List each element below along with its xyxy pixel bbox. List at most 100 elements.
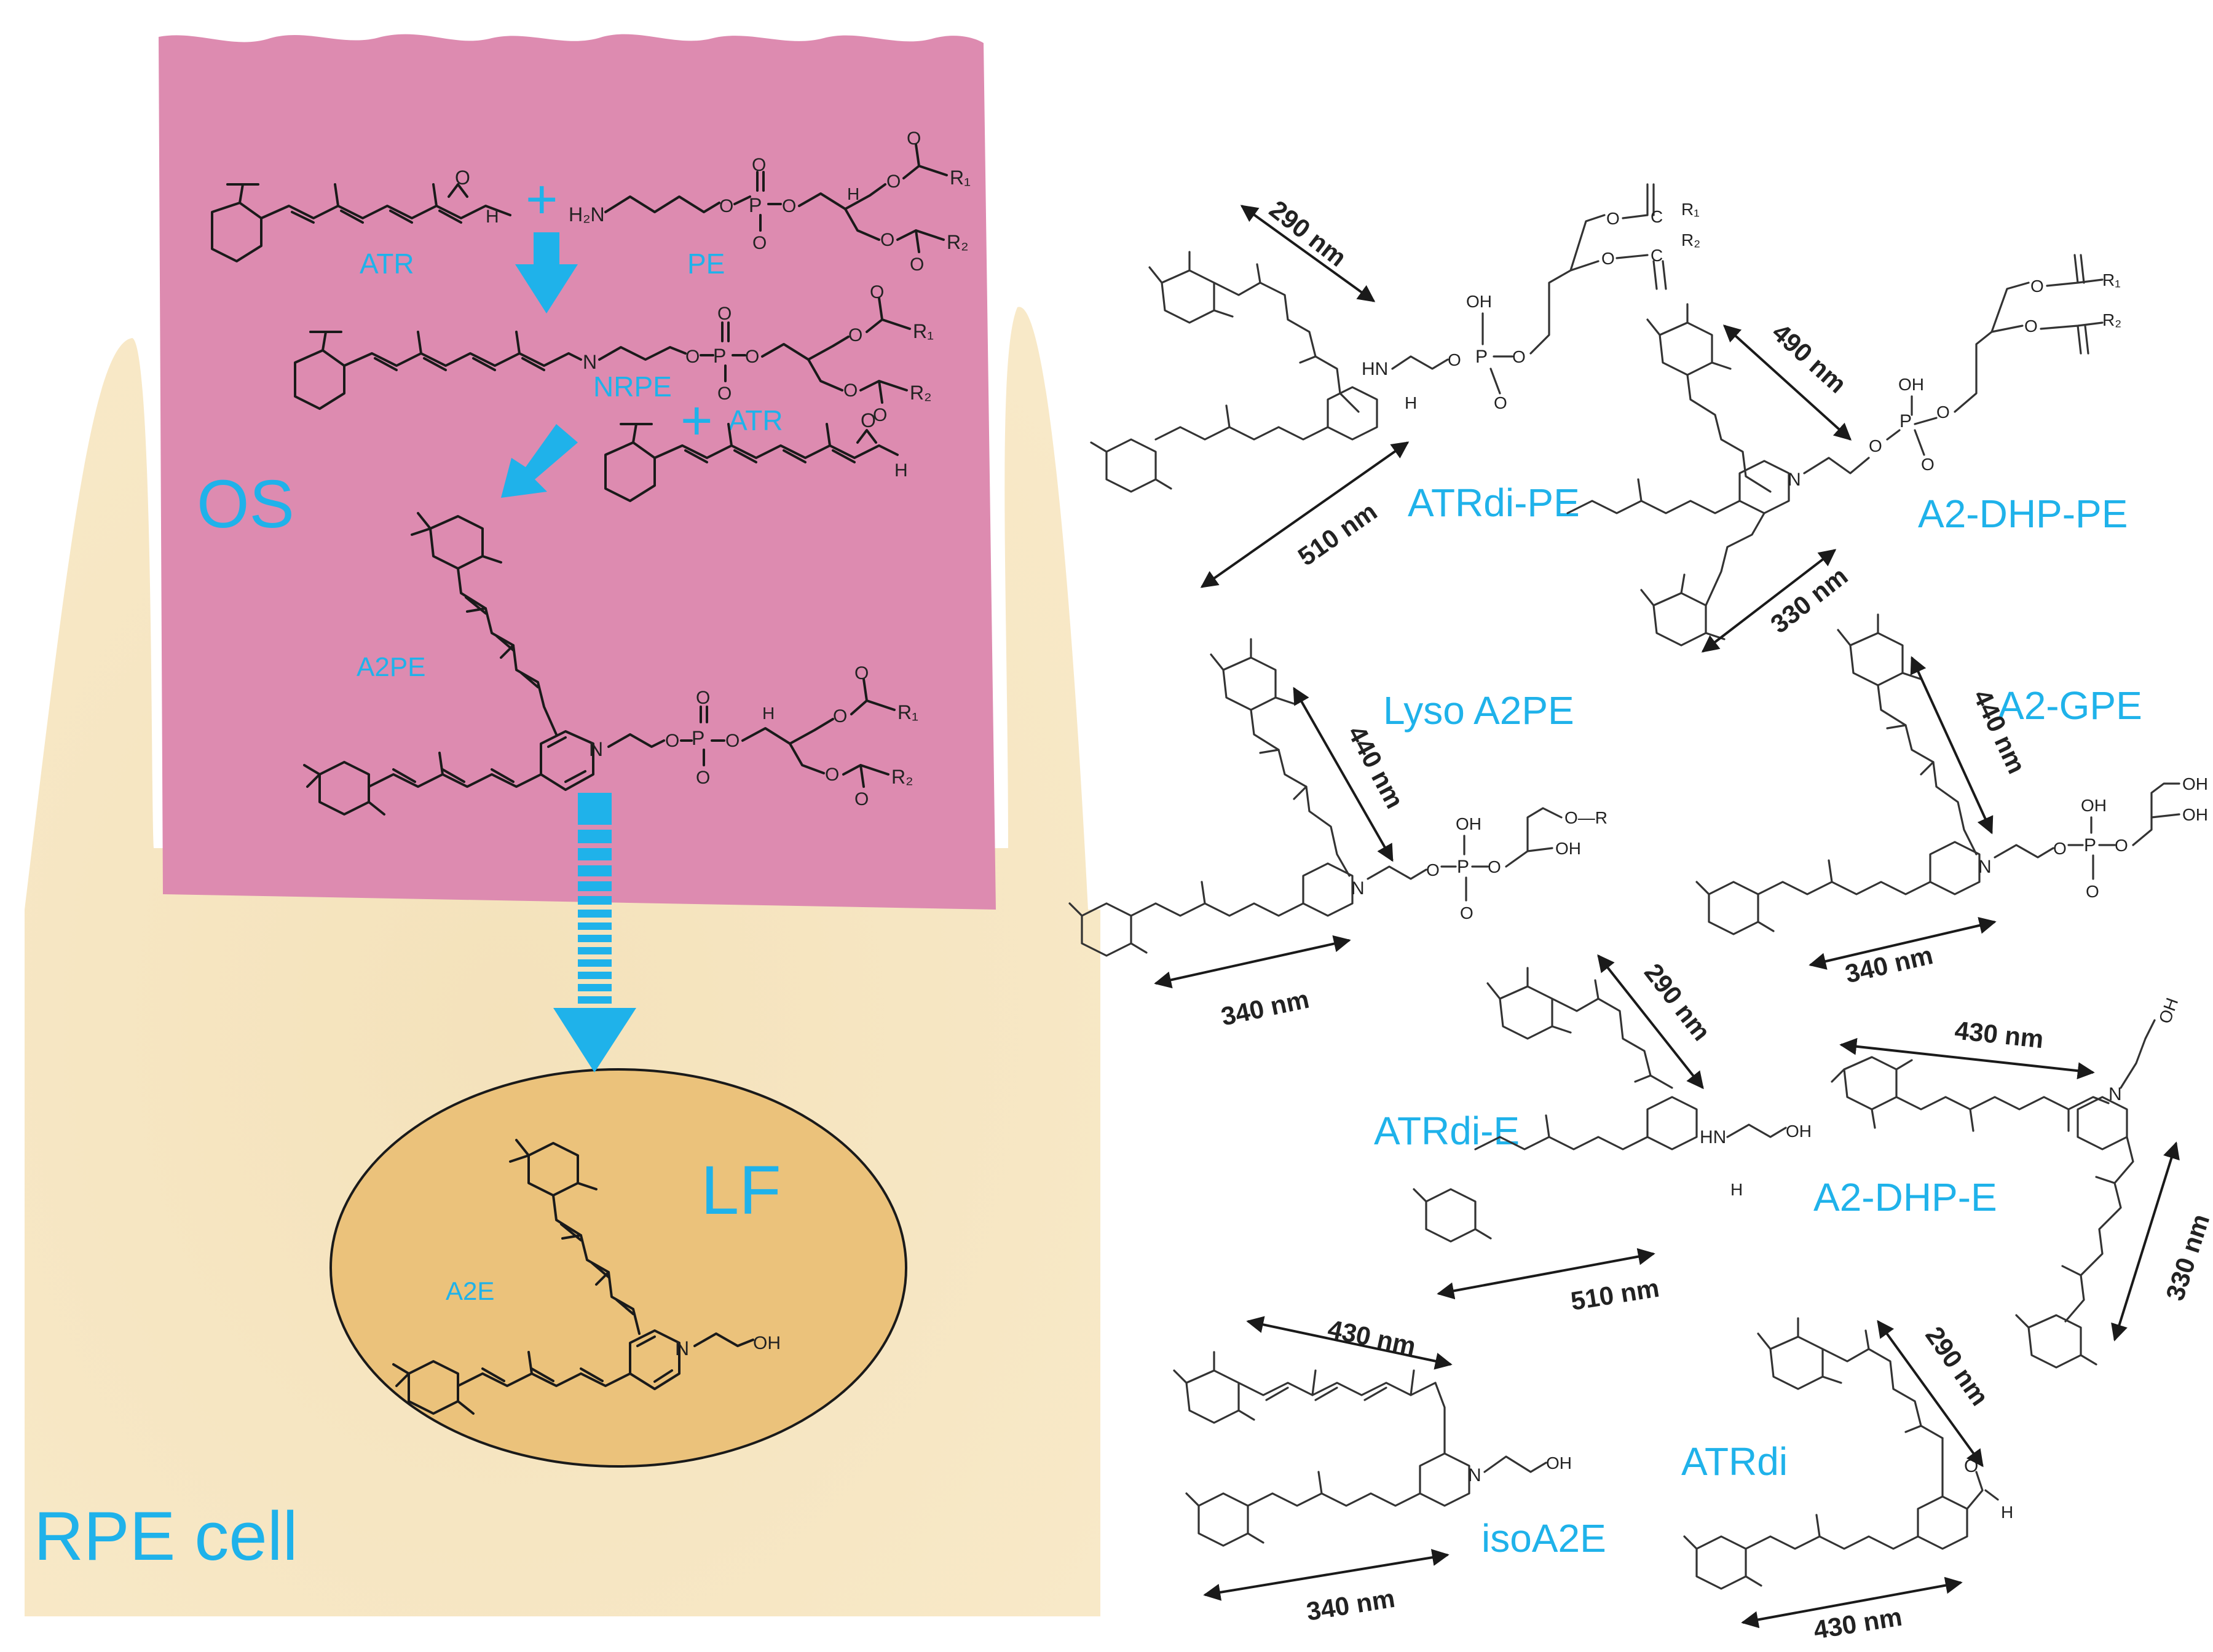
atrdi-e-h: H [1730, 1180, 1743, 1199]
atr2-structure: O H [604, 409, 908, 502]
atr2-o: O [861, 409, 876, 431]
os-label: OS [197, 466, 294, 542]
a2-dhp-e-label: A2-DHP-E [1813, 1175, 1997, 1219]
atrdi-e-hn: HN [1700, 1127, 1726, 1147]
a2e-oh: OH [753, 1333, 781, 1353]
pe-o5: O [880, 230, 894, 250]
a2pe-o1: O [665, 731, 679, 751]
pe-h2n: H₂N [569, 203, 605, 226]
nrpe-r1: R₁ [913, 320, 934, 342]
compound-a2-dhp-pe: A2-DHP-PE N O P OH O O O R₁ O R₂ 490 nm … [1566, 254, 2128, 653]
pe-r1: R₁ [950, 167, 971, 189]
pe-label: PE [687, 248, 725, 280]
atrdi-pe-r2: R₂ [1681, 230, 1700, 250]
compound-atrdi-e: ATRdi-E HN H OH 290 nm 510 nm [1374, 954, 1812, 1316]
a2pe-n: N [589, 738, 603, 760]
isoa2e-label: isoA2E [1481, 1516, 1606, 1560]
pe-r2: R₂ [947, 231, 969, 253]
pe-o3: O [886, 171, 901, 192]
nrpe-structure: N O P O O O O O R₁ O O R₂ [294, 282, 934, 425]
reaction-arrow-1 [515, 232, 578, 313]
a2pe-o2: O [725, 731, 740, 751]
compound-a2-gpe: A2-GPE N O P OH O O OH OH 440 nm 340 nm [1695, 613, 2208, 988]
a2-dhp-pe-label: A2-DHP-PE [1918, 492, 2128, 536]
isoa2e-oh: OH [1546, 1453, 1572, 1473]
atr-structure: O H [211, 167, 511, 262]
nrpe-o-bottom: O [717, 384, 732, 404]
atrdi-e-oh: OH [1786, 1122, 1812, 1141]
lyso-a2pe-o4: O [1488, 857, 1501, 876]
atr-aldehyde-o: O [455, 167, 470, 189]
a2-dhp-pe-p: P [1899, 411, 1912, 431]
atrdi-e-dist-1: 290 nm [1639, 958, 1716, 1046]
a2pe-structure: N O P O O O H O O R₁ O O R₂ [303, 512, 918, 816]
outer-segment-shape [159, 34, 996, 910]
a2-dhp-pe-dist-1: 490 nm [1767, 318, 1852, 399]
atr-label: ATR [360, 248, 414, 280]
pe-o-bottom: O [752, 233, 767, 253]
a2-gpe-p: P [2084, 835, 2096, 856]
a2-dhp-pe-o3: O [1921, 455, 1935, 474]
atrdi-pe-dist-2: 510 nm [1293, 497, 1383, 572]
isoa2e-dist-2: 340 nm [1304, 1584, 1397, 1626]
compound-atrdi: ATRdi O H 290 nm 430 nm [1681, 1317, 2013, 1645]
isoa2e-n: N [1468, 1465, 1481, 1485]
lyso-a2pe-n: N [1351, 878, 1365, 899]
a2pe-r1: R₁ [897, 701, 918, 723]
atrdi-pe-c2: C [1651, 246, 1663, 265]
a2pe-o6: O [854, 789, 869, 809]
plus-sign-2: + [680, 390, 713, 452]
atrdi-pe-r1: R₁ [1681, 200, 1700, 219]
a2e-label: A2E [446, 1276, 494, 1305]
plus-sign-1: + [526, 169, 558, 230]
nrpe-o2: O [745, 347, 759, 367]
atrdi-pe-dist-1: 290 nm [1264, 195, 1352, 272]
a2-gpe-oh2: OH [2182, 774, 2208, 793]
atrdi-e-dist-2: 510 nm [1569, 1273, 1661, 1316]
a2pe-p: P [692, 727, 704, 749]
a2-dhp-e-oh: OH [2155, 995, 2182, 1026]
lyso-a2pe-dist-1: 440 nm [1343, 721, 1410, 813]
a2pe-o-bottom: O [696, 768, 710, 788]
lyso-a2pe-or: O—R [1564, 808, 1607, 827]
lyso-a2pe-dist-2: 340 nm [1218, 985, 1311, 1031]
a2pe-r2: R₂ [891, 766, 913, 788]
atrdi-dist-1: 290 nm [1920, 1321, 1995, 1411]
lyso-a2pe-oh2: OH [1555, 839, 1581, 858]
atrdi-pe-p: P [1475, 347, 1488, 367]
pe-o4: O [907, 128, 921, 149]
nrpe-n: N [583, 351, 597, 373]
compound-a2-dhp-e: A2-DHP-E N OH 430 nm 330 nm [1813, 995, 2213, 1369]
a2-gpe-o3: O [2086, 882, 2099, 901]
isoa2e-dist-1: 430 nm [1325, 1314, 1418, 1361]
a2-dhp-pe-r1: R₁ [2102, 270, 2121, 289]
pe-o-top: O [752, 155, 766, 175]
pe-h: H [847, 184, 859, 203]
lipofuscin-granule [329, 1068, 907, 1468]
atrdi-pe-c1: C [1651, 207, 1663, 226]
a2e-n: N [675, 1337, 689, 1359]
atr-aldehyde-h: H [486, 206, 499, 227]
a2-gpe-label: A2-GPE [1998, 683, 2142, 728]
lf-label: LF [701, 1152, 781, 1229]
a2-dhp-pe-n: N [1788, 470, 1801, 490]
a2-gpe-o4: O [2115, 836, 2128, 855]
atrdi-label: ATRdi [1681, 1439, 1788, 1484]
nrpe-o5: O [843, 380, 858, 401]
lyso-a2pe-o1: O [1426, 860, 1440, 879]
nrpe-o3: O [848, 325, 862, 345]
a2pe-h: H [762, 704, 775, 723]
atrdi-pe-o6: O [1601, 249, 1615, 268]
lyso-a2pe-label: Lyso A2PE [1383, 688, 1574, 733]
a2-dhp-e-dist-1: 430 nm [1954, 1015, 2045, 1053]
transport-arrow-dashed [553, 793, 636, 1072]
reaction-arrow-2 [501, 424, 578, 498]
pe-p: P [749, 194, 762, 216]
a2pe-o-top: O [696, 688, 710, 708]
a2-dhp-pe-oh: OH [1898, 375, 1924, 394]
lyso-a2pe-oh: OH [1456, 814, 1481, 833]
a2-dhp-pe-o6: O [2024, 317, 2038, 336]
rpe-cell-label: RPE cell [34, 1498, 298, 1575]
